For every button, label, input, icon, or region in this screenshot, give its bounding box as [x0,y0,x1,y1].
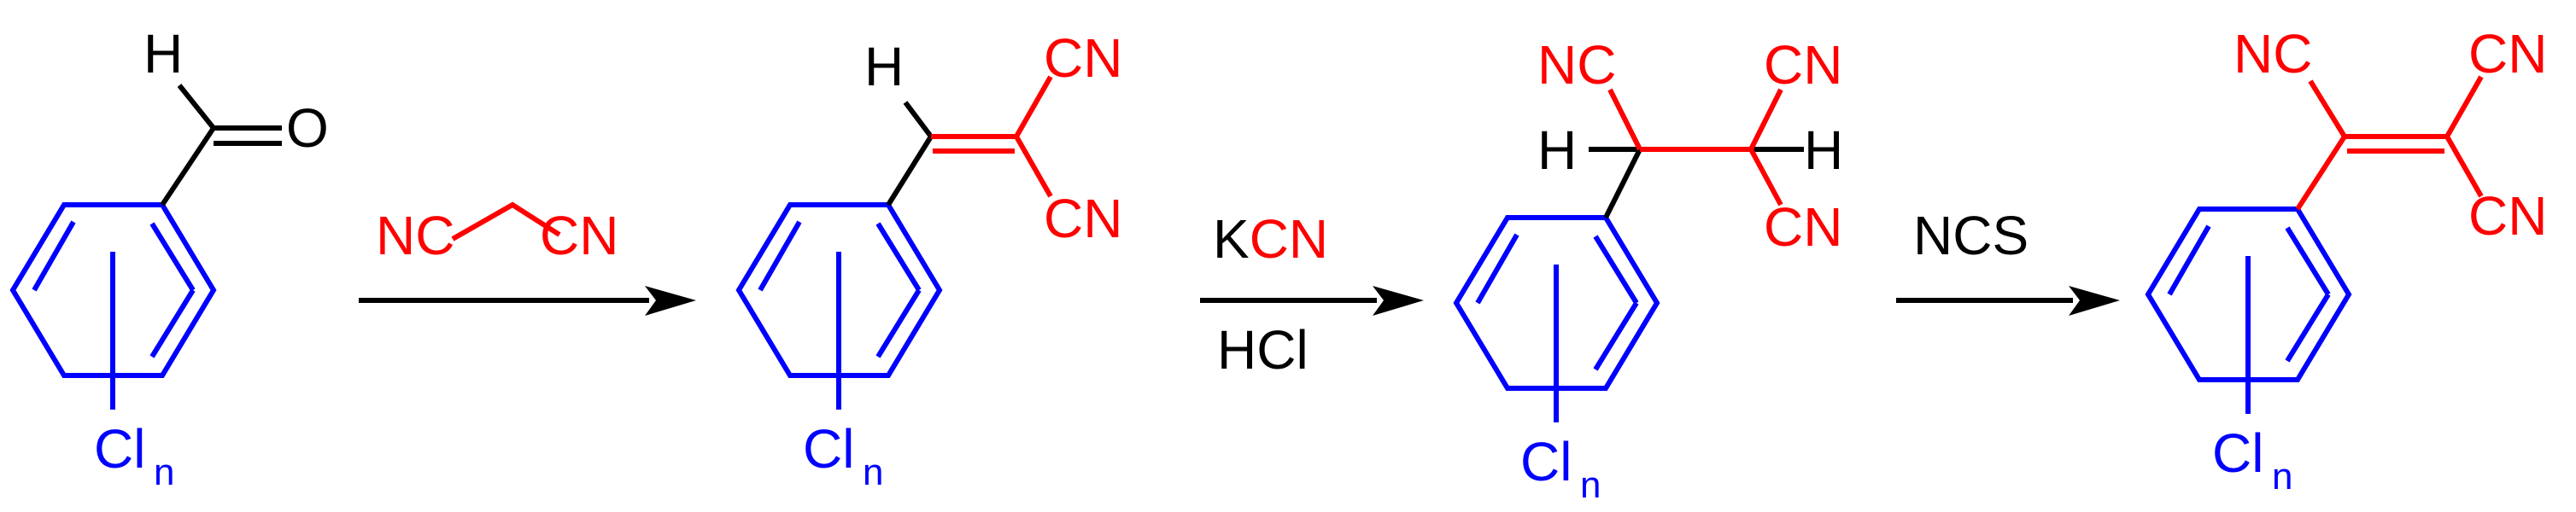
reagent-malononitrile-nc: NC [376,205,454,266]
nitrile-cn-top-right: CN [1764,34,1842,96]
nitrile-cn-bottom-right: CN [2468,185,2547,247]
aldehyde-bonds [160,84,282,207]
nitrile-nc-top-left: NC [2234,23,2312,84]
vinyl-bonds [886,101,934,207]
nitrile-cn-top-right: CN [2468,23,2547,84]
alkene-and-nitrile-bonds [931,75,1053,198]
nitrile-cn-bottom: CN [1044,188,1122,249]
benzene-ring [1453,215,1660,422]
reagent-k: K [1213,208,1250,270]
reagent-ncs: NCS [1913,205,2029,266]
substituent-cl: Cl [1520,431,1572,492]
atom-h: H [864,36,904,97]
nitrile-cn-top: CN [1044,27,1122,89]
substituent-cl: Cl [2212,422,2263,484]
benzene-ring [735,202,943,410]
arrow-2-head [1373,286,1424,316]
arrow-1-head [645,286,696,316]
compound-tetracyanoethylene: NC CN CN Cl n [2145,23,2547,497]
step1: NC CN [359,201,696,316]
atom-o: O [286,97,329,159]
atom-h-left: H [1537,119,1577,181]
ethane-and-nitrile-bonds [1607,88,1783,207]
nitrile-nc-top-left: NC [1537,34,1616,96]
compound-benzylidenemalononitrile: H CN CN Cl n [735,27,1122,493]
compound-benzaldehyde: H O Cl n [9,23,329,493]
nitrile-cn-bottom-right: CN [1764,196,1842,258]
reagent-malononitrile-cn: CN [540,205,618,266]
atom-h: H [143,23,183,84]
reagent-kcn: KCN [1213,208,1328,270]
substituent-n: n [154,451,174,493]
substituent-n: n [1580,464,1601,506]
arrow-3-head [2069,286,2120,316]
benzene-ring [2145,207,2352,414]
atom-h-right: H [1804,119,1843,181]
substituent-cl: Cl [803,418,854,480]
substituent-n: n [863,451,883,493]
methine-bonds [1589,147,1804,219]
reagent-hcl: HCl [1217,319,1308,381]
substituent-n: n [2272,456,2292,497]
step3: NCS [1896,205,2120,316]
tcne-bonds [2295,75,2484,211]
substituent-cl: Cl [94,418,145,480]
compound-tetracyanoethane: NC CN CN H H Cl n [1453,34,1843,506]
step2: KCN HCl [1200,208,1424,381]
reagent-cyanide: CN [1250,208,1328,270]
malononitrile-bond [451,201,561,241]
benzene-ring [9,202,217,410]
